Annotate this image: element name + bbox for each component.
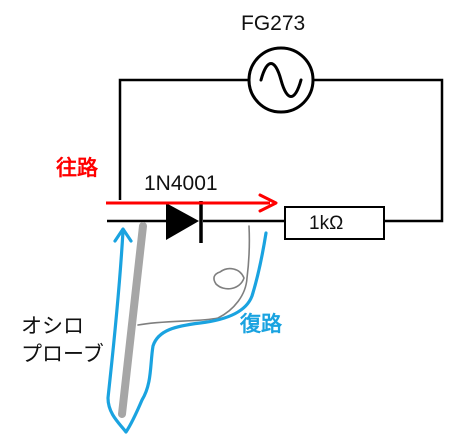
top-wire [118,78,248,200]
probe-label: オシロ プローブ [21,313,104,368]
probe-label-line2: プローブ [21,342,104,366]
return-path-arrow [106,227,268,434]
function-generator [247,46,315,114]
oscilloscope-probe [118,222,147,418]
return-path-label: 復路 [240,313,282,336]
generator-label: FG273 [241,12,306,35]
top-right-wire [314,78,444,223]
ac-sine-icon [259,62,303,98]
resistor-label: 1kΩ [309,213,344,234]
diode-label: 1N4001 [144,172,218,195]
hand-outline [137,225,251,326]
circuit-wires [107,78,444,223]
diode-triangle [166,203,199,240]
probe-label-line1: オシロ [21,315,84,338]
resistor-body [284,206,385,240]
forward-path-arrow [106,193,278,213]
forward-path-label: 往路 [56,157,98,180]
diode-icon [166,201,203,243]
